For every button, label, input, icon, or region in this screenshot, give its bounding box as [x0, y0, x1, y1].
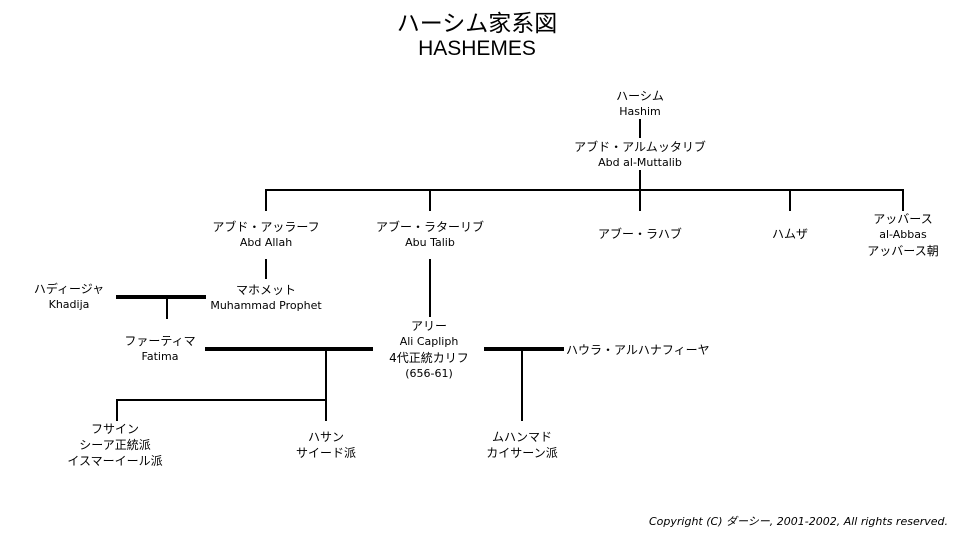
marriage-line	[116, 295, 206, 299]
name-ja: アブド・アルムッタリブ	[574, 140, 706, 154]
connector-line	[789, 189, 791, 211]
person-ali: アリー Ali Capliph 4代正統カリフ (656-61)	[364, 318, 494, 382]
name-ja: マホメット	[235, 283, 296, 297]
person-fatima: ファーティマ Fatima	[110, 333, 210, 365]
page-title: ハーシム家系図	[396, 11, 558, 37]
name-en: Fatima	[141, 350, 179, 363]
connector-line	[265, 189, 267, 211]
reign-years: (656-61)	[405, 367, 453, 380]
person-abu-talib: アブー・ラターリブ Abu Talib	[360, 219, 500, 251]
dynasty-note: アッバース朝	[867, 244, 939, 258]
name-ja: フサイン	[90, 422, 139, 436]
connector-line	[639, 170, 641, 190]
person-hasan: ハサン サイード派	[266, 429, 386, 461]
connector-line	[639, 119, 641, 138]
person-abu-lahab: アブー・ラハブ	[580, 226, 700, 242]
name-ja: アブド・アッラーフ	[212, 220, 320, 234]
person-khadija: ハディージャ Khadija	[14, 281, 124, 313]
name-en: Muhammad Prophet	[210, 299, 322, 312]
name-ja: アリー	[410, 319, 447, 333]
caliph-title: 4代正統カリフ	[389, 351, 469, 365]
sect-label: イスマーイール派	[67, 454, 163, 468]
sect-label: カイサーン派	[486, 446, 558, 460]
name-ja: アッバース	[873, 212, 933, 226]
connector-line	[902, 189, 904, 211]
person-abd-allah: アブド・アッラーフ Abd Allah	[196, 219, 336, 251]
person-abbas: アッバース al-Abbas アッバース朝	[853, 211, 953, 259]
person-husain: フサイン シーア正統派 イスマーイール派	[60, 421, 170, 469]
name-en: Abd Allah	[239, 236, 293, 249]
connector-line	[429, 259, 431, 317]
name-ja: ハーシム	[616, 89, 664, 103]
name-ja: ムハンマド	[491, 430, 552, 444]
connector-line	[166, 297, 168, 319]
marriage-line	[205, 347, 373, 351]
connector-line	[265, 259, 267, 279]
name-ja: アブー・ラハブ	[598, 227, 682, 241]
name-en: Khadija	[48, 298, 90, 311]
name-en: Hashim	[619, 105, 661, 118]
name-en: Abd al-Muttalib	[598, 156, 682, 169]
person-muhammad-hanafiya: ムハンマド カイサーン派	[462, 429, 582, 461]
connector-line	[116, 399, 327, 401]
connector-line	[265, 189, 903, 191]
name-ja: アブー・ラターリブ	[375, 220, 484, 234]
name-ja: ハウラ・アルハナフィーヤ	[566, 343, 710, 357]
sect-label: シーア正統派	[79, 438, 151, 452]
connector-line	[325, 349, 327, 401]
name-ja: ハムザ	[771, 227, 808, 241]
connector-line	[429, 189, 431, 211]
connector-line	[325, 399, 327, 421]
person-hawla: ハウラ・アルハナフィーヤ	[566, 342, 736, 358]
person-abd-al-muttalib: アブド・アルムッタリブ Abd al-Muttalib	[560, 139, 720, 171]
person-hamza: ハムザ	[750, 226, 830, 242]
connector-line	[521, 349, 523, 421]
sect-label: サイード派	[295, 446, 356, 460]
page-subtitle: HASHEMES	[418, 37, 536, 60]
name-en: al-Abbas	[879, 228, 927, 241]
connector-line	[639, 189, 641, 211]
name-ja: ハディージャ	[33, 282, 105, 296]
name-ja: ファーティマ	[124, 334, 196, 348]
name-en: Ali Capliph	[399, 335, 459, 348]
name-en: Abu Talib	[405, 236, 455, 249]
connector-line	[116, 399, 118, 421]
name-ja: ハサン	[307, 430, 344, 444]
person-hashim: ハーシム Hashim	[590, 88, 690, 120]
person-muhammad: マホメット Muhammad Prophet	[196, 282, 336, 314]
copyright-notice: Copyright (C) ダーシー, 2001-2002, All right…	[648, 515, 948, 528]
marriage-line	[484, 347, 564, 351]
